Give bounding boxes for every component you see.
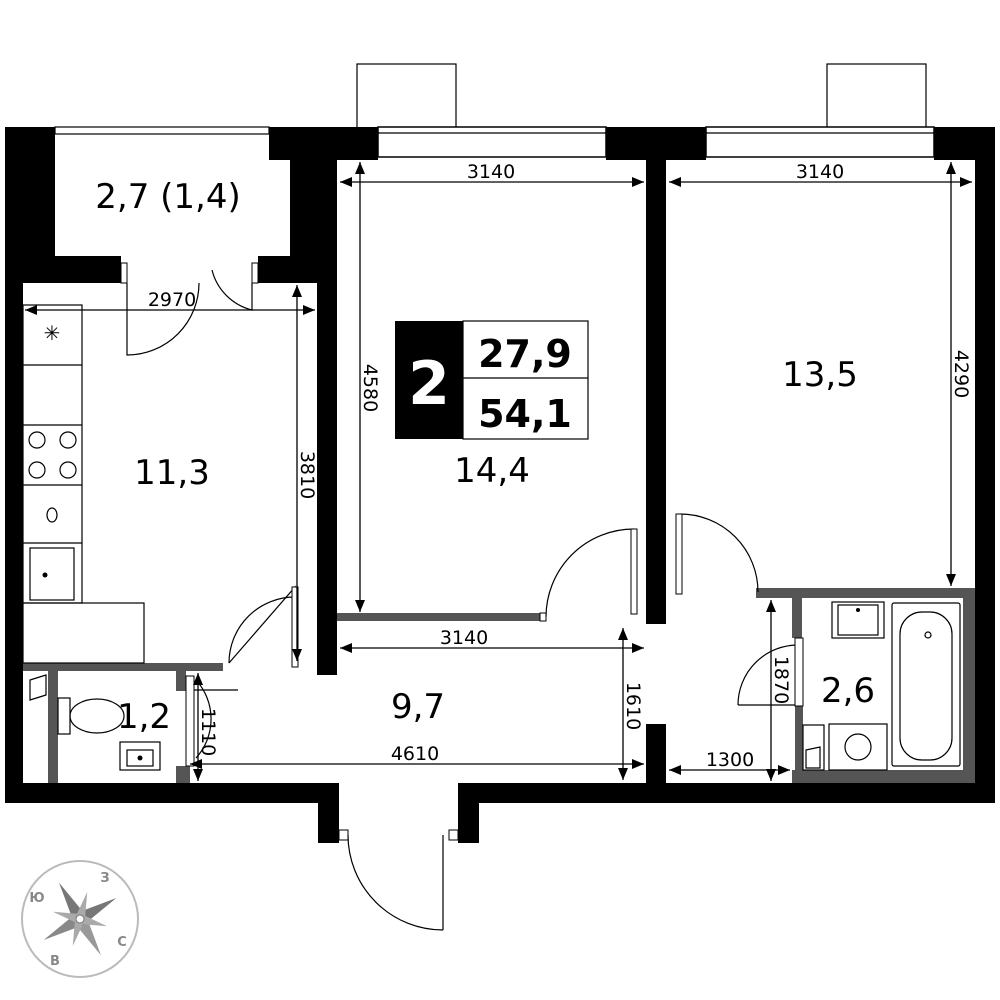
dimension-labels: 3140 3140 4580 4290 2970 3810 3140 1610 … — [148, 161, 972, 771]
room-area-bathroom: 2,6 — [821, 671, 875, 711]
bathroom-fixtures — [802, 601, 961, 771]
compass-label-w: В — [50, 954, 60, 969]
badge-rooms-count: 2 — [408, 349, 450, 419]
compass-label-s: С — [117, 935, 127, 950]
toilet-fixtures — [29, 674, 161, 771]
dim-toilet-depth: 1110 — [197, 708, 219, 756]
dim-bedroom-right-depth: 4290 — [950, 350, 972, 398]
dim-bedroom-left-depth: 4580 — [359, 364, 381, 412]
dimension-lines — [25, 162, 972, 781]
dim-corridor-width: 1300 — [706, 749, 754, 771]
window-bays — [54, 63, 935, 158]
room-area-balcony: 2,7 (1,4) — [95, 177, 240, 217]
partitions — [23, 588, 975, 783]
dim-bathroom-depth: 1870 — [770, 656, 792, 704]
badge-rooms-box — [395, 321, 463, 439]
svg-text:✳: ✳ — [44, 321, 61, 345]
badge-area-box — [462, 320, 589, 440]
kitchen-furniture: ✳ — [22, 304, 145, 664]
compass-label-e: З — [100, 871, 109, 886]
dim-bedroom-left-width: 3140 — [467, 161, 515, 183]
room-area-kitchen: 11,3 — [134, 453, 210, 493]
dim-kitchen-width: 2970 — [148, 289, 196, 311]
badge-living-area: 27,9 — [478, 332, 572, 376]
dim-kitchen-depth: 3810 — [296, 451, 318, 499]
dim-hall-width-bottom: 4610 — [391, 743, 439, 765]
doors — [120, 262, 804, 931]
compass-label-n: Ю — [29, 891, 44, 906]
room-area-hall: 9,7 — [391, 687, 445, 727]
walls — [5, 127, 995, 843]
dim-hall-depth: 1610 — [622, 682, 644, 730]
dim-hall-width-top: 3140 — [440, 627, 488, 649]
apartment-badge: 2 27,9 54,1 — [395, 320, 589, 440]
dim-bedroom-right-width: 3140 — [796, 161, 844, 183]
badge-total-area: 54,1 — [478, 392, 572, 436]
room-area-toilet: 1,2 — [117, 697, 171, 737]
compass-icon: Ю З С В — [21, 860, 139, 978]
room-area-bedroom-right: 13,5 — [782, 355, 858, 395]
room-labels: 2,7 (1,4) 11,3 14,4 13,5 9,7 1,2 2,6 — [95, 177, 875, 737]
room-area-bedroom-left: 14,4 — [454, 451, 530, 491]
